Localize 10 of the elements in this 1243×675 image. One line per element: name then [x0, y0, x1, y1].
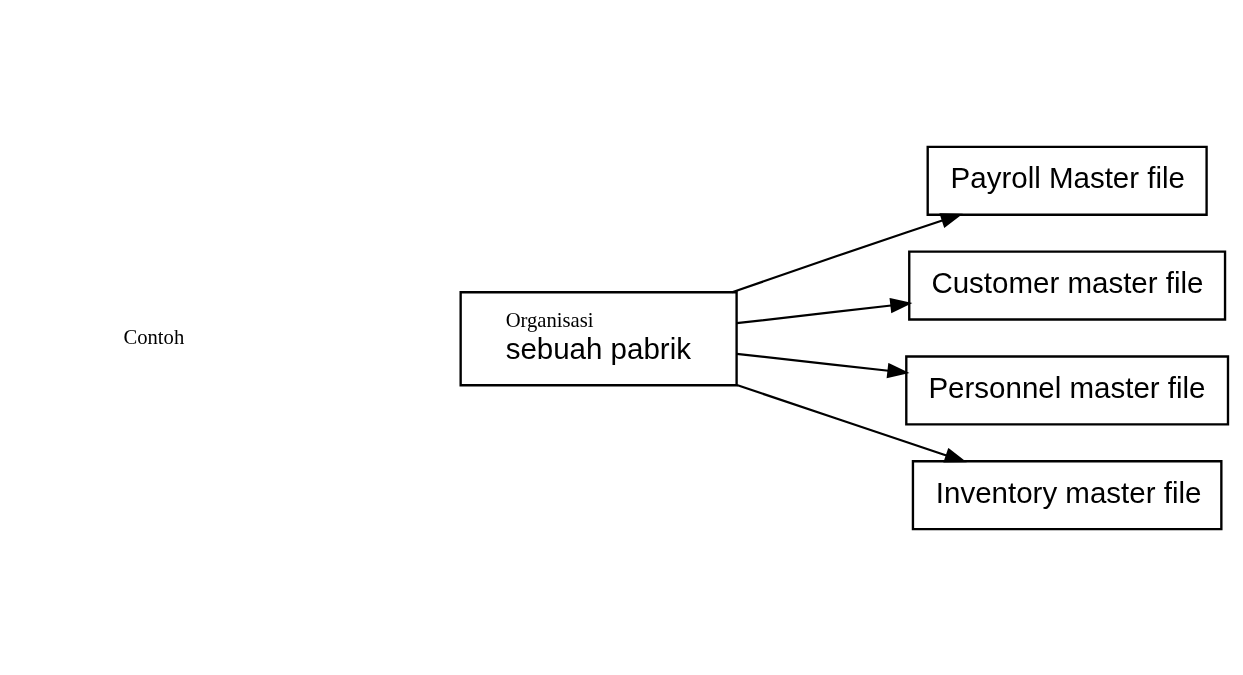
node-box: Payroll Master file — [926, 145, 1208, 216]
node-box: Organisasi sebuah pabrik — [459, 290, 738, 386]
arrow — [731, 212, 963, 293]
arrow — [736, 352, 910, 378]
node-box: Inventory master file — [911, 459, 1223, 530]
node-box: Customer master file — [908, 250, 1227, 321]
node-box: Personnel master file — [905, 354, 1230, 425]
arrow — [736, 383, 967, 463]
label: Contoh — [123, 325, 185, 348]
arrow — [736, 297, 913, 324]
